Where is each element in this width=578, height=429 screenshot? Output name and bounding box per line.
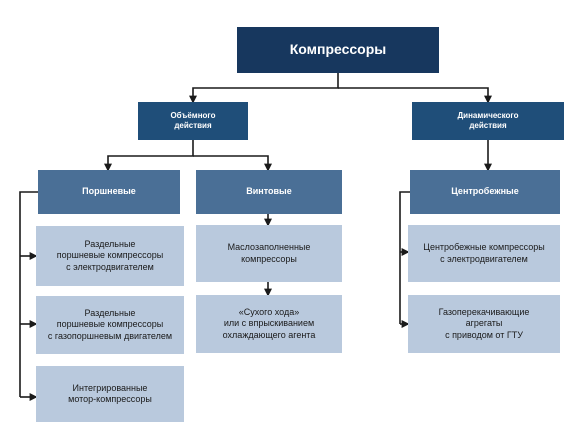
leaf-centrifugal-gas-turbine: Газоперекачивающие агрегаты с приводом о… [408,295,560,353]
leaf-piston-electric: Раздельные поршневые компрессоры с элект… [36,226,184,286]
connector-centrifugal-spine [399,191,410,324]
leaf-piston-integrated: Интегрированные мотор-компрессоры [36,366,184,422]
leaf-screw-oil-flooded: Маслозаполненные компрессоры [196,225,342,282]
leaf-piston-gas-engine: Раздельные поршневые компрессоры с газоп… [36,296,184,354]
node-dynamic-action: Динамического действия [412,102,564,140]
root-node-compressors: Компрессоры [237,27,439,73]
connector-piston-spine [19,191,38,397]
connector-volumetric-to-piston [104,140,194,172]
leaf-screw-dry-running: «Сухого хода» или с впрыскиванием охлажд… [196,295,342,353]
node-screw: Винтовые [196,170,342,214]
node-centrifugal: Центробежные [410,170,560,214]
connector-volumetric-to-screw [193,155,272,172]
connector-root-to-dynamic [338,87,492,104]
node-volumetric-action: Объёмного действия [138,102,248,140]
node-piston: Поршневые [38,170,180,214]
leaf-centrifugal-electric: Центробежные компрессоры с электродвигат… [408,225,560,282]
connector-root-to-volumetric [189,73,339,104]
